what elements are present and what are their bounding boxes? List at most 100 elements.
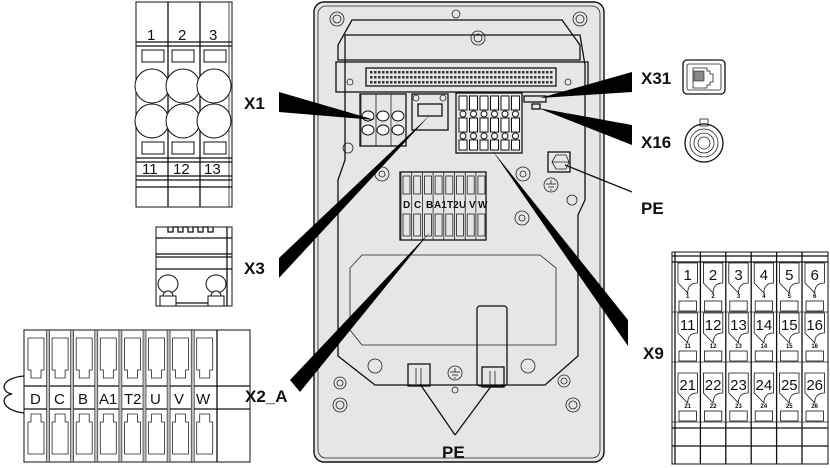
- header-pin: [414, 81, 417, 84]
- x9-label-tab: [728, 372, 749, 404]
- x9-pin-label: 16: [806, 317, 823, 334]
- header-pin: [378, 71, 381, 74]
- x9-inner-slot: [511, 139, 520, 151]
- header-pin: [470, 71, 473, 74]
- x9-inner-slot: [500, 117, 510, 133]
- header-pin: [478, 76, 481, 79]
- x9-slot: [678, 410, 697, 422]
- x2-inner-slot: [445, 213, 454, 237]
- header-pin: [450, 81, 453, 84]
- x9-terminal-block: 1122334455661111121213131414151516162121…: [671, 251, 829, 465]
- header-pin: [482, 76, 485, 79]
- x9-pin-sublabel: 13: [735, 344, 742, 350]
- x2a-slot: [148, 413, 165, 455]
- header-pin: [450, 76, 453, 79]
- x9-slot: [805, 350, 824, 362]
- header-pin: [414, 76, 417, 79]
- x9-pin-label: 6: [811, 267, 819, 284]
- x9-inner-clip: [512, 132, 519, 140]
- header-pin: [510, 81, 513, 84]
- x9-pin-sublabel: 2: [711, 294, 715, 300]
- x1-inner-screw: [376, 124, 390, 136]
- header-pin: [378, 81, 381, 84]
- header-pin: [522, 76, 525, 79]
- header-pin: [550, 76, 553, 79]
- label-x31: X31: [641, 69, 671, 88]
- x9-inner-slot: [490, 117, 499, 133]
- x2a-slot: [172, 337, 189, 379]
- x9-pin-label: 14: [756, 317, 773, 334]
- inner-pin-u: U: [459, 200, 466, 211]
- header-pin: [470, 81, 473, 84]
- x9-inner-clip: [501, 110, 509, 118]
- x9-slot: [704, 410, 723, 422]
- x1-pin-2: 2: [178, 27, 186, 44]
- x9-pin-label: 24: [756, 377, 773, 394]
- header-pin: [546, 76, 549, 79]
- header-pin: [422, 76, 425, 79]
- header-pin: [434, 81, 437, 84]
- x2a-divider: [118, 329, 123, 463]
- x9-pin-label: 2: [709, 267, 717, 284]
- x9-inner-slot: [479, 117, 489, 133]
- header-pin: [482, 81, 485, 84]
- x1-inner-screw: [391, 124, 405, 136]
- x9-pin-label: 1: [684, 267, 692, 284]
- x2a-pin-d: D: [30, 391, 41, 408]
- header-pin: [490, 81, 493, 84]
- header-pin: [394, 71, 397, 74]
- x9-pin-sublabel: 15: [786, 344, 793, 350]
- x9-pin-sublabel: 21: [684, 404, 691, 410]
- header-pin: [434, 71, 437, 74]
- x9-pin-label: 5: [785, 267, 793, 284]
- x2a-slot: [51, 337, 69, 379]
- x1-pin-12: 12: [173, 161, 190, 178]
- x9-pin-sublabel: 11: [685, 344, 692, 350]
- header-pin: [498, 76, 501, 79]
- x9-inner-clip: [470, 132, 477, 140]
- rj-jack-icon: [682, 59, 726, 95]
- header-pin: [542, 81, 545, 84]
- header-pin: [402, 71, 405, 74]
- x2-inner-slot: [413, 175, 422, 195]
- header-pin: [538, 71, 541, 74]
- x2a-pin-u: U: [150, 391, 161, 408]
- header-pin: [402, 76, 405, 79]
- header-pin: [542, 71, 545, 74]
- x2a-divider: [94, 329, 99, 463]
- x2a-slot: [148, 337, 165, 379]
- x9-slot: [805, 410, 824, 422]
- header-pin: [458, 81, 461, 84]
- header-pin: [538, 76, 541, 79]
- header-pin: [534, 76, 537, 79]
- x9-pin-sublabel: 5: [788, 294, 792, 300]
- inner-pin-d: D: [403, 200, 410, 211]
- header-pin: [486, 76, 489, 79]
- header-pin: [510, 76, 513, 79]
- ground-symbol-icon: [543, 177, 559, 193]
- x2-inner-slot: [423, 175, 432, 195]
- header-pin: [430, 71, 433, 74]
- inner-pin-t2: T2: [447, 200, 459, 211]
- x9-label-tab: [779, 372, 800, 404]
- header-pin: [406, 76, 409, 79]
- header-pin: [490, 76, 493, 79]
- x9-label-tab: [779, 262, 800, 294]
- x1-inner-screw: [361, 124, 375, 136]
- header-pin: [390, 76, 393, 79]
- x9-inner-slot: [490, 95, 499, 111]
- x9-pin-label: 15: [781, 317, 798, 334]
- header-pin: [386, 76, 389, 79]
- x9-pin-label: 25: [781, 377, 798, 394]
- x9-slot: [780, 410, 799, 422]
- label-pe-right: PE: [641, 199, 664, 218]
- x9-inner-clip: [491, 132, 498, 140]
- x9-pin-sublabel: 14: [761, 344, 768, 350]
- x9-label-tab: [753, 312, 774, 344]
- x9-inner-slot: [479, 139, 489, 151]
- header-pin: [518, 71, 521, 74]
- x2a-pin-a1: A1: [99, 391, 117, 408]
- x1-terminal-block: 1 2 3 11 12 13: [134, 1, 233, 208]
- header-pin: [382, 71, 385, 74]
- x9-slot: [704, 350, 723, 362]
